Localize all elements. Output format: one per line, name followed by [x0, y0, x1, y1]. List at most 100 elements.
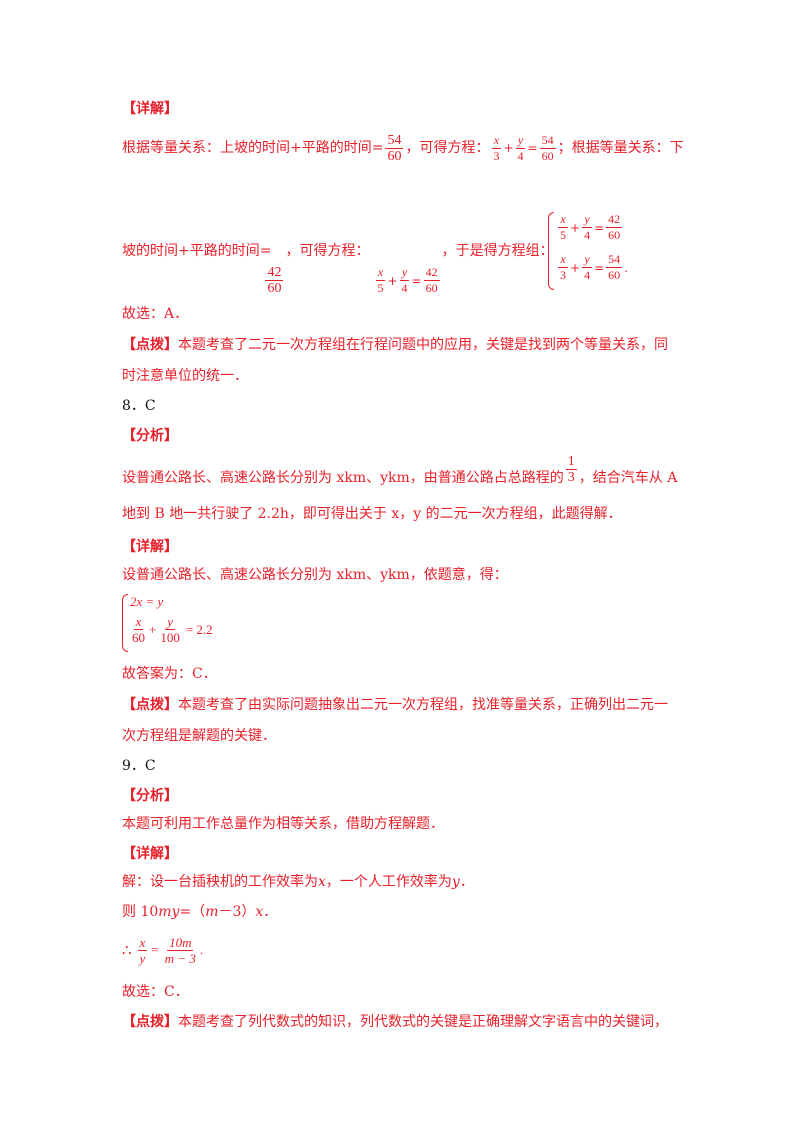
plus-sign: +	[387, 273, 398, 288]
s9-question-number: 9．C	[122, 758, 156, 774]
plus-sign: +	[503, 141, 514, 155]
s8-tip-line-2: 次方程组是解题的关键．	[122, 728, 276, 744]
s9-det-text-c: ．	[459, 874, 474, 890]
s7-tip-line-2: 时注意单位的统一．	[122, 368, 248, 384]
fraction-denominator: 60	[541, 148, 554, 163]
plus-sign: +	[149, 621, 157, 637]
equals-sign: =	[594, 220, 605, 235]
equals-sign: =	[527, 141, 538, 155]
left-brace	[548, 212, 554, 290]
s9-tip-line-1: 【点拨】本题考查了列代数式的知识，列代数式的关键是正确理解文字语言中的关键词，	[122, 1013, 668, 1031]
s9-det2-text-a: 则 10	[122, 904, 159, 920]
fraction-numerator: 54	[385, 132, 404, 149]
s8-answer: 故答案为：C．	[122, 666, 217, 682]
fraction-denominator: 5	[377, 281, 384, 295]
fraction-denominator: 60	[387, 148, 402, 164]
var-x: x	[318, 874, 326, 890]
var-my: my	[158, 904, 180, 920]
s9-analysis-line-1: 本题可利用工作总量作为相等关系，借助方程解题．	[122, 816, 444, 832]
s9-det-text-b: ，一个人工作效率为	[325, 874, 452, 890]
s8-an-text-a: 设普通公路长、高速公路长分别为 xkm、ykm，由普通公路占总路程的	[122, 470, 564, 486]
fraction-denominator: 3	[493, 148, 500, 163]
equals-sign: =	[151, 942, 159, 957]
fraction-denominator: 4	[584, 228, 591, 242]
var-y: y	[451, 874, 460, 890]
s8-tip-text-1: 本题考查了由实际问题抽象出二元一次方程组，找准等量关系，正确列出二元一	[178, 697, 668, 713]
fraction-numerator: 10m	[167, 934, 194, 951]
fraction-numerator: y	[165, 614, 175, 630]
s9-det2-text-b: =（	[179, 904, 206, 920]
fraction-numerator: 42	[423, 265, 440, 281]
s9-det2-text-c: －3）	[218, 904, 256, 920]
system-end-period: .	[624, 260, 628, 275]
fraction-numerator: y	[582, 212, 592, 228]
s9-detail-heading: 【详解】	[122, 846, 178, 862]
s8-analysis-line-1: 设普通公路长、高速公路长分别为 xkm、ykm，由普通公路占总路程的 1 3 ，…	[122, 450, 677, 494]
s8-tip-line-1: 【点拨】本题考查了由实际问题抽象出二元一次方程组，找准等量关系，正确列出二元一	[122, 696, 668, 714]
fraction-numerator: y	[582, 252, 592, 268]
fraction-numerator: y	[515, 132, 526, 149]
s8-detail-heading: 【详解】	[122, 539, 178, 555]
therefore-icon: ∴	[122, 942, 132, 959]
s7-l2-fraction-42-60: 42 60	[265, 265, 284, 296]
var-m: m	[205, 904, 219, 920]
fraction-denominator: 100	[160, 630, 180, 645]
fraction-numerator: 42	[606, 212, 623, 228]
var-x: x	[255, 904, 264, 920]
fraction-numerator: x	[137, 934, 148, 951]
s9-det-text-a: 解：设一台插秧机的工作效率为	[122, 874, 318, 890]
fraction-numerator: x	[491, 132, 502, 149]
fraction-numerator: x	[375, 265, 386, 281]
s8-tip-label: 【点拨】	[122, 697, 178, 713]
fraction-denominator: 4	[517, 148, 524, 163]
s7-tip-text-1: 本题考查了二元一次方程组在行程问题中的应用，关键是找到两个等量关系，同	[178, 337, 668, 353]
s7-l1-text-c: ；根据等量关系：下	[557, 140, 684, 156]
s7-l1-fraction-54-60: 54 60	[385, 132, 404, 164]
fraction-numerator: 54	[606, 252, 623, 268]
s8-analysis-heading: 【分析】	[122, 428, 178, 444]
s7-l1-text-b: ，可得方程：	[405, 140, 490, 156]
fraction-denominator: 60	[132, 630, 145, 645]
fraction-numerator: x	[558, 252, 568, 268]
s7-tip-label: 【点拨】	[122, 337, 178, 353]
s7-tip-line-1: 【点拨】本题考查了二元一次方程组在行程问题中的应用，关键是找到两个等量关系，同	[122, 336, 668, 354]
s9-analysis-heading: 【分析】	[122, 788, 178, 804]
plus-sign: +	[570, 220, 581, 235]
fraction-numerator: 42	[265, 265, 284, 281]
equals-sign: =	[594, 260, 605, 275]
fraction-denominator: 60	[608, 228, 621, 242]
fraction-numerator: x	[558, 212, 568, 228]
plus-sign: +	[570, 260, 581, 275]
left-brace	[122, 594, 128, 652]
s8-fraction-1-3: 1 3	[565, 453, 577, 485]
s9-tip-label: 【点拨】	[122, 1014, 178, 1030]
s9-det2-text-d: ．	[263, 904, 278, 920]
s9-tip-text-1: 本题考查了列代数式的知识，列代数式的关键是正确理解文字语言中的关键词，	[178, 1014, 668, 1030]
s7-l2-text-b: ，可得方程：	[285, 243, 370, 259]
fraction-numerator: y	[399, 265, 410, 281]
s9-detail-line-2: 则 10my=（m－3）x．	[122, 903, 277, 921]
fraction-numerator: 54	[539, 132, 556, 149]
s8-an-text-b: ，结合汽车从 A	[578, 470, 678, 486]
s8-system-row-1: 2x = y	[130, 594, 164, 609]
s7-detail-heading: 【详解】	[122, 101, 178, 117]
fraction-denominator: 60	[608, 268, 621, 282]
equals-value: = 2.2	[185, 621, 213, 637]
fraction-denominator: 3	[560, 268, 566, 282]
equation-end-period: .	[199, 942, 204, 957]
s7-l2-text-a: 坡的时间+平路的时间=	[122, 243, 272, 259]
s8-analysis-line-2: 地到 B 地一共行驶了 2.2h，即可得出关于 x，y 的二元一次方程组，此题得…	[122, 506, 622, 522]
fraction-numerator: 1	[565, 453, 577, 470]
fraction-denominator: y	[139, 950, 146, 966]
fraction-denominator: m − 3	[164, 950, 196, 966]
s7-choose: 故选：A．	[122, 306, 189, 322]
fraction-denominator: 4	[401, 281, 408, 295]
